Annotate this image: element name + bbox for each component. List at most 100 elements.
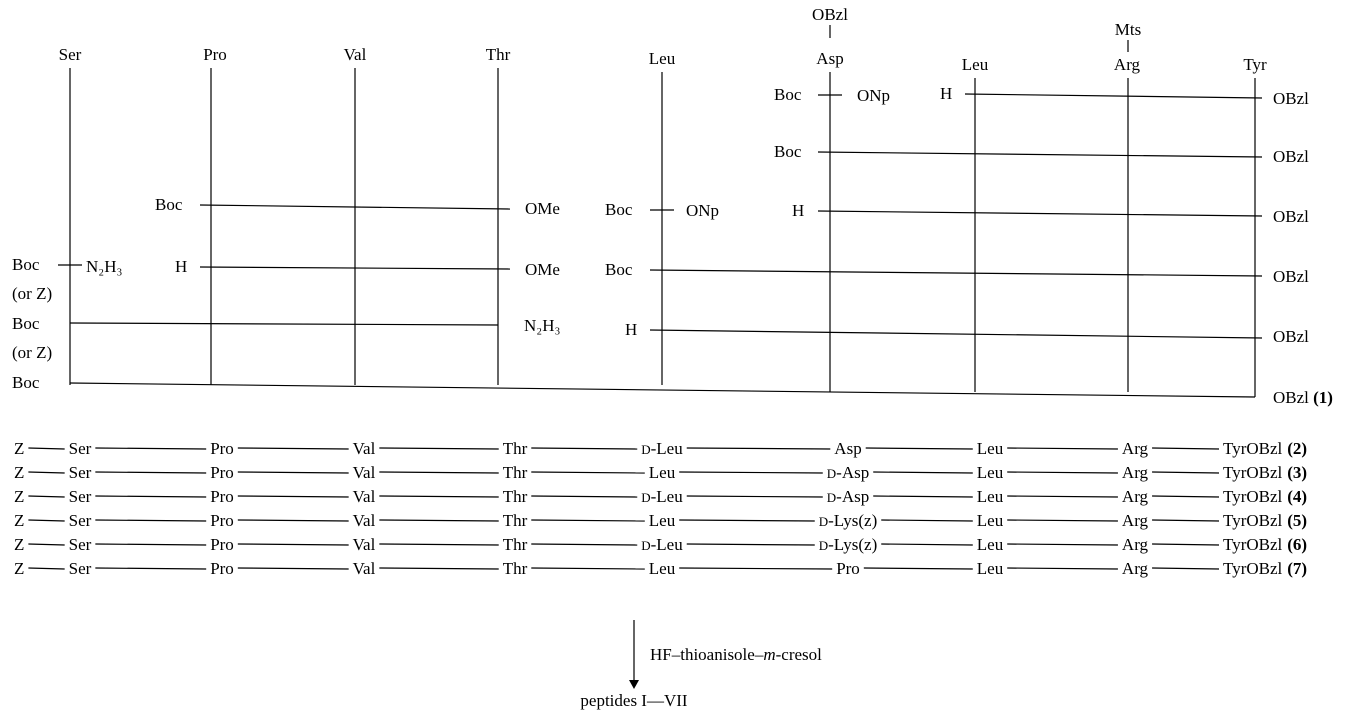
thr-ome-label-1: OMe [525, 199, 560, 218]
analog-residue: D-Lys(z) [819, 511, 877, 530]
residue-tyr: Tyr [1243, 55, 1267, 74]
peptide-bond-line [379, 567, 499, 570]
peptide-bond-line [28, 519, 65, 522]
peptide-bond-line [873, 471, 973, 474]
peptide-bond-line [1152, 543, 1220, 546]
tyr-obzl-label-5: OBzl [1273, 327, 1309, 346]
analog-residue: Val [353, 535, 376, 554]
analog-z-label: Z [14, 463, 24, 482]
peptide-bond-line [95, 471, 207, 474]
analog-z-label: Z [14, 535, 24, 554]
analog-compound-number: (6) [1287, 535, 1307, 554]
analog-residue: Val [353, 559, 376, 578]
analog-compound-number: (2) [1287, 439, 1307, 458]
leu-to-tyr-line-1 [649, 269, 1263, 277]
tyr-obzl-label-4: OBzl [1273, 267, 1309, 286]
analog-compound-number: (4) [1287, 487, 1307, 506]
peptide-bond-line [865, 447, 973, 450]
pro-h-label: H [175, 257, 187, 276]
analog-residue: Asp [834, 439, 861, 458]
analog-residue: Pro [210, 511, 234, 530]
peptide-bond-line [379, 543, 499, 546]
peptide-bond-line [686, 543, 815, 546]
asp-side-chain-protection: OBzl [812, 5, 848, 24]
peptide-bond-line [679, 567, 833, 570]
peptide-bond-line [1152, 567, 1220, 570]
peptide-bond-line [686, 447, 831, 450]
asp-h-label: H [792, 201, 804, 220]
analog-residue: D-Asp [827, 463, 869, 482]
analog-residue: Leu [977, 487, 1004, 506]
peptide-bond-line [531, 471, 645, 474]
peptide-bond-line [873, 495, 973, 498]
peptide-bond-line [237, 543, 349, 546]
peptide-bond-line [1007, 447, 1118, 450]
analog-residue: Ser [69, 439, 92, 458]
residue-arg: Arg [1114, 55, 1141, 74]
analog-residue: Thr [503, 559, 528, 578]
analog-residue: Arg [1122, 559, 1149, 578]
analog-residue: Val [353, 463, 376, 482]
analog-residue: Leu [977, 559, 1004, 578]
analog-residue: TyrOBzl [1223, 511, 1283, 530]
analog-residue: Arg [1122, 439, 1149, 458]
pro-to-thr-line-2 [199, 266, 511, 270]
analog-residue: Arg [1122, 463, 1149, 482]
pro-boc-label: Boc [155, 195, 183, 214]
leu-to-tyr-line-2 [649, 329, 1263, 339]
peptide-bond-line [28, 567, 65, 570]
analog-residue: TyrOBzl [1223, 463, 1283, 482]
right-labels: OMe OMe N₂H₃ ONp ONp OBzl OBzl OBzl OBzl… [524, 86, 1333, 407]
peptide-bond-line [679, 519, 815, 522]
arg-side-chain-protection: Mts [1115, 20, 1141, 39]
peptide-bond-line [1152, 471, 1220, 474]
asp-to-tyr-line-1 [817, 151, 1263, 158]
analog-residue: D-Leu [641, 535, 683, 554]
analog-residue: Thr [503, 463, 528, 482]
ser-or-z-label-2: (or Z) [12, 343, 52, 362]
residue-val: Val [344, 45, 367, 64]
ser-boc-label-3: Boc [12, 373, 40, 392]
peptide-bond-line [379, 495, 499, 498]
analog-residue: Pro [210, 487, 234, 506]
leu-2-to-tyr-line [964, 93, 1263, 99]
peptide-bond-line [531, 543, 638, 546]
leu-onp-label: ONp [686, 201, 719, 220]
tyr-obzl-label-1: OBzl [1273, 89, 1309, 108]
analog-residue: TyrOBzl [1223, 535, 1283, 554]
analog-residue: Val [353, 439, 376, 458]
peptide-bond-line [237, 567, 349, 570]
peptide-bond-line [881, 543, 973, 546]
analog-residue: Leu [977, 511, 1004, 530]
leu-h-label: H [625, 320, 637, 339]
analog-residue: D-Leu [641, 439, 683, 458]
analog-residue: D-Lys(z) [819, 535, 877, 554]
peptide-bond-line [28, 447, 65, 450]
peptide-bond-line [1152, 495, 1220, 498]
peptide-bond-line [1007, 519, 1118, 522]
analog-residue: TyrOBzl [1223, 559, 1283, 578]
peptide-bond-line [1007, 543, 1118, 546]
analog-residue: Arg [1122, 535, 1149, 554]
peptide-bond-line [531, 567, 645, 570]
residue-asp: Asp [816, 49, 843, 68]
residue-leu-2: Leu [962, 55, 989, 74]
analog-residue: D-Leu [641, 487, 683, 506]
peptide-bond-line [95, 543, 207, 546]
analog-residue: TyrOBzl [1223, 487, 1283, 506]
analog-z-label: Z [14, 439, 24, 458]
peptide-bond-line [237, 495, 349, 498]
left-labels: Boc (or Z) Boc (or Z) Boc N₂H₃ Boc H Boc… [12, 84, 952, 392]
peptide-bond-line [379, 519, 499, 522]
analog-residue: Thr [503, 487, 528, 506]
peptide-bond-line [28, 543, 65, 546]
peptide-bond-line [379, 447, 499, 450]
peptide-bond-line [237, 447, 349, 450]
analog-residue: Leu [977, 463, 1004, 482]
residue-ser: Ser [59, 45, 82, 64]
